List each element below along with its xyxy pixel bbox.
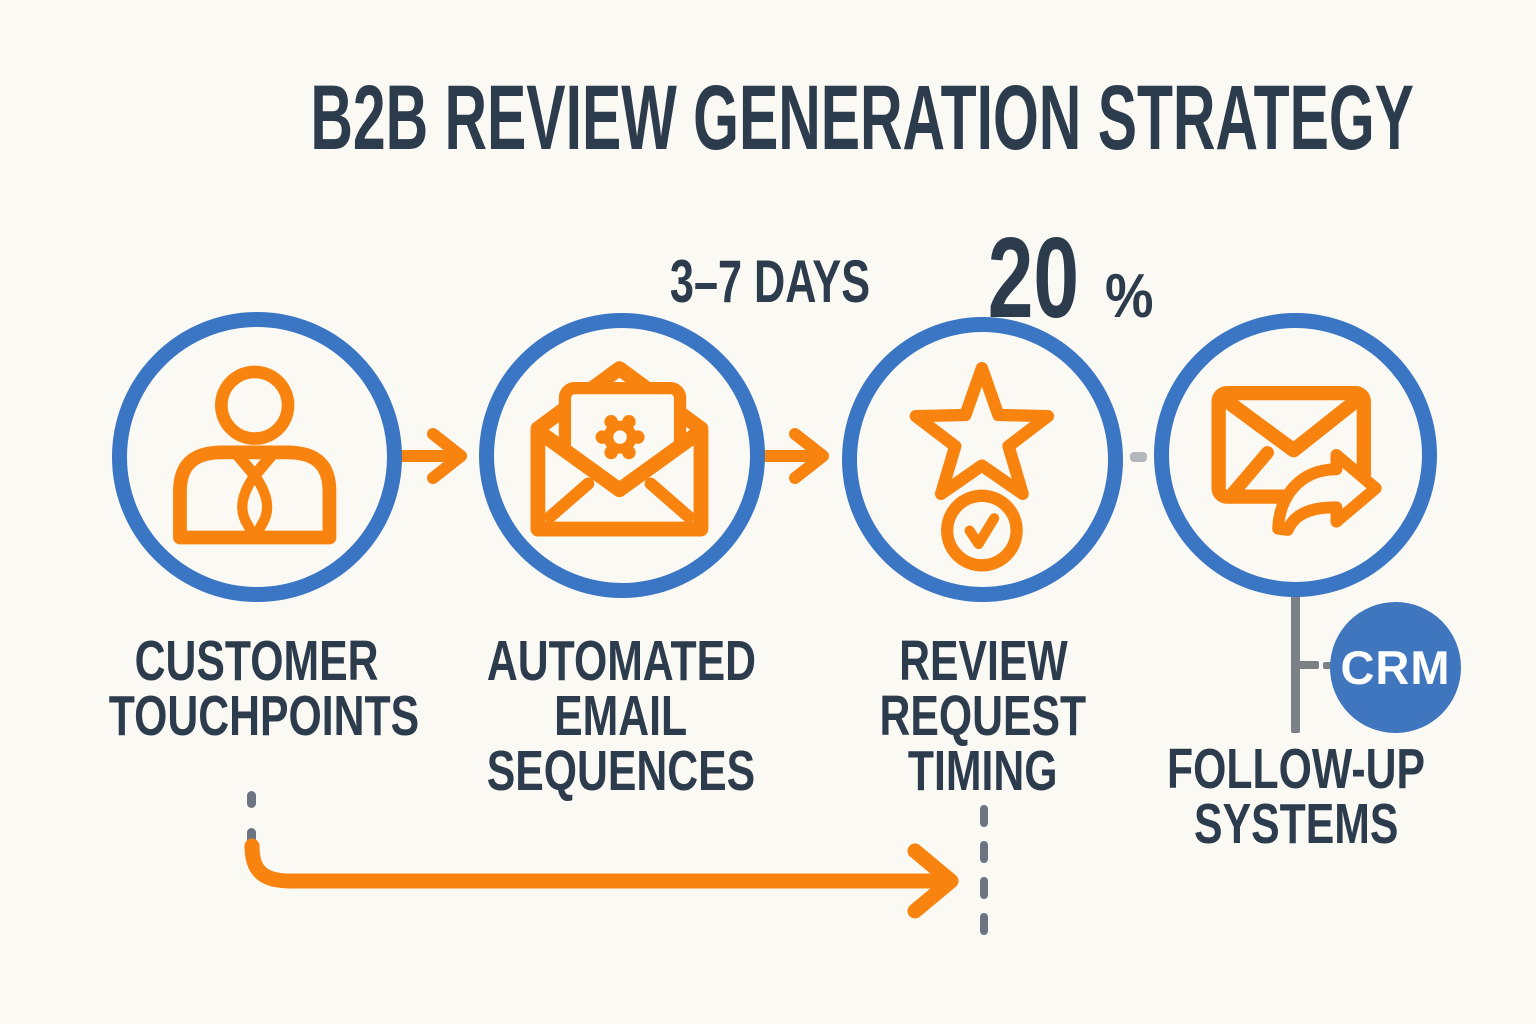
node-circle-automated-email-sequences <box>479 313 765 598</box>
node-circle-follow-up-systems <box>1154 313 1437 597</box>
crm-badge-label: CRM <box>1340 641 1451 694</box>
node-label-customer-touchpoints: CUSTOMER TOUCHPOINTS <box>108 629 420 748</box>
percent-sign: % <box>1104 262 1154 331</box>
percent-annotation: 20 % <box>955 222 1175 336</box>
node-circle-customer-touchpoints <box>112 312 402 602</box>
star-clock-icon <box>909 361 1054 571</box>
timeline-dotted-stub <box>247 791 256 845</box>
node-circle-review-request-timing <box>842 317 1123 602</box>
crm-connector-line <box>1291 592 1332 733</box>
node-label-automated-email-sequences: AUTOMATED EMAIL SEQUENCES <box>486 629 756 803</box>
person-icon <box>173 365 337 545</box>
timeline-arrow <box>244 838 959 919</box>
flow-dash <box>1130 452 1147 462</box>
node-label-follow-up-systems: FOLLOW-UP SYSTEMS <box>1167 737 1425 856</box>
flow-arrow-2 <box>758 428 829 484</box>
crm-badge: CRM <box>1330 602 1461 733</box>
page-title: B2B REVIEW GENERATION STRATEGY <box>310 67 1414 169</box>
email-forward-icon <box>1211 385 1382 536</box>
email-gear-icon <box>530 361 708 537</box>
timeline-dashed-line <box>980 805 988 935</box>
percent-value: 20 <box>987 215 1080 342</box>
gear-glyph <box>595 415 645 460</box>
days-annotation: 3–7 DAYS <box>669 248 871 315</box>
node-label-review-request-timing: REVIEW REQUEST TIMING <box>879 629 1087 803</box>
flow-arrow-1 <box>396 428 467 484</box>
